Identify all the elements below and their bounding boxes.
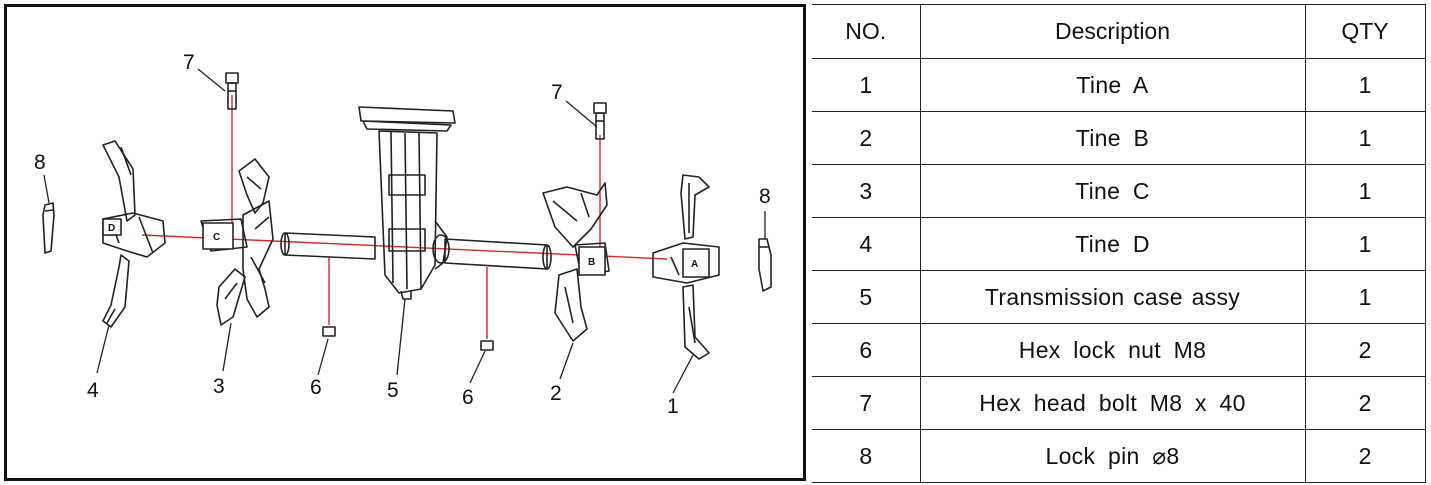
row-description: Hex head bolt M8 x 40 bbox=[919, 376, 1305, 430]
hub-d bbox=[102, 218, 122, 236]
callout-8-left: 8 bbox=[34, 151, 46, 174]
shaft-right bbox=[444, 238, 552, 270]
hex-head-bolt-left bbox=[225, 72, 239, 110]
table-row: 2 Tine B 1 bbox=[812, 111, 1426, 165]
table-row: 6 Hex lock nut M8 2 bbox=[812, 323, 1426, 377]
row-no: 8 bbox=[812, 429, 920, 483]
row-description: Lock pin ⌀8 bbox=[919, 429, 1305, 483]
hub-a bbox=[682, 248, 710, 278]
row-qty: 1 bbox=[1304, 58, 1426, 112]
row-description: Transmission case assy bbox=[919, 270, 1305, 324]
table-row: 7 Hex head bolt M8 x 40 2 bbox=[812, 376, 1426, 430]
hub-b bbox=[578, 246, 606, 276]
header-no: NO. bbox=[812, 4, 920, 59]
exploded-view-drawing: D C B A 7 7 8 8 4 3 6 5 6 2 1 bbox=[4, 4, 806, 481]
hub-c bbox=[202, 222, 234, 250]
callout-6-right: 6 bbox=[462, 386, 474, 409]
transmission-case bbox=[358, 106, 456, 300]
hex-lock-nut-right bbox=[480, 340, 494, 351]
row-no: 5 bbox=[812, 270, 920, 324]
row-no: 6 bbox=[812, 323, 920, 377]
callout-7-left: 7 bbox=[183, 51, 195, 74]
tine-a-letter: A bbox=[691, 259, 698, 270]
callout-4: 4 bbox=[87, 379, 99, 402]
callout-3: 3 bbox=[213, 375, 225, 398]
row-qty: 2 bbox=[1304, 429, 1426, 483]
row-qty: 1 bbox=[1304, 164, 1426, 218]
callout-8-right: 8 bbox=[759, 185, 771, 208]
hex-head-bolt-right bbox=[593, 102, 607, 140]
callout-leader-lines bbox=[43, 68, 766, 394]
tine-d-letter: D bbox=[108, 223, 115, 234]
hex-lock-nut-left bbox=[322, 326, 336, 337]
row-qty: 1 bbox=[1304, 111, 1426, 165]
exploded-view-svg: D C B A 7 7 8 8 4 3 6 5 6 2 1 bbox=[34, 51, 772, 418]
row-no: 7 bbox=[812, 376, 920, 430]
table-row: 3 Tine C 1 bbox=[812, 164, 1426, 218]
header-qty: QTY bbox=[1304, 4, 1426, 59]
lock-pin-right bbox=[758, 238, 772, 292]
callout-7-right: 7 bbox=[551, 81, 563, 104]
parts-list-table: NO. Description QTY 1 Tine A 1 2 Tine B … bbox=[812, 4, 1426, 483]
row-no: 2 bbox=[812, 111, 920, 165]
tine-b-letter: B bbox=[588, 257, 595, 268]
row-qty: 2 bbox=[1304, 376, 1426, 430]
shaft-left bbox=[280, 232, 376, 260]
tine-c-letter: C bbox=[213, 232, 220, 243]
row-no: 3 bbox=[812, 164, 920, 218]
table-row: 5 Transmission case assy 1 bbox=[812, 270, 1426, 324]
row-description: Tine A bbox=[919, 58, 1305, 112]
row-qty: 1 bbox=[1304, 270, 1426, 324]
table-row: 8 Lock pin ⌀8 2 bbox=[812, 429, 1426, 483]
lock-pin-left bbox=[42, 202, 55, 254]
callout-1: 1 bbox=[667, 395, 679, 418]
row-qty: 1 bbox=[1304, 217, 1426, 271]
row-no: 4 bbox=[812, 217, 920, 271]
header-description: Description bbox=[919, 4, 1305, 59]
callout-6-left: 6 bbox=[310, 376, 322, 399]
table-row: 4 Tine D 1 bbox=[812, 217, 1426, 271]
callout-5: 5 bbox=[387, 379, 399, 402]
table-header-row: NO. Description QTY bbox=[812, 4, 1426, 59]
row-no: 1 bbox=[812, 58, 920, 112]
row-description: Tine C bbox=[919, 164, 1305, 218]
callout-2: 2 bbox=[550, 382, 562, 405]
row-qty: 2 bbox=[1304, 323, 1426, 377]
table-row: 1 Tine A 1 bbox=[812, 58, 1426, 112]
row-description: Hex lock nut M8 bbox=[919, 323, 1305, 377]
row-description: Tine D bbox=[919, 217, 1305, 271]
row-description: Tine B bbox=[919, 111, 1305, 165]
